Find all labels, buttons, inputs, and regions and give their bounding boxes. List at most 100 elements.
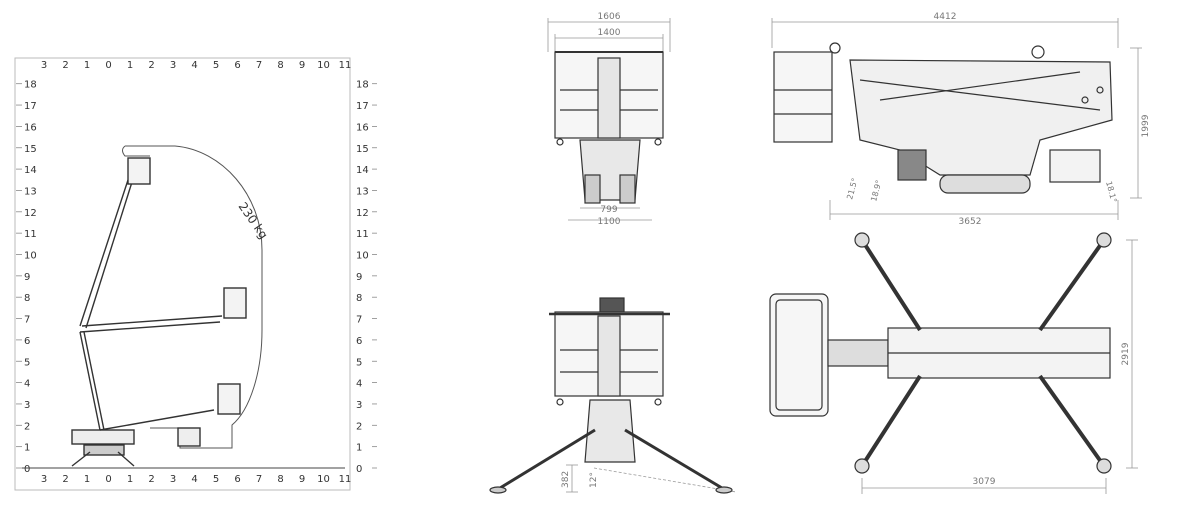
y-tick-label-left: 4 xyxy=(24,379,30,390)
y-tick-label-left: 1 xyxy=(24,443,30,454)
x-tick-label-top: 2 xyxy=(148,60,154,71)
y-tick-label-left: 3 xyxy=(24,400,30,411)
x-tick-label-bottom: 2 xyxy=(62,474,68,485)
x-tick-label-top: 5 xyxy=(213,60,219,71)
front-view-stowed: 1606 1400 799 1100 xyxy=(547,12,671,227)
y-tick-label-left: 13 xyxy=(24,186,37,197)
front-view-stabilized: 382 12° xyxy=(489,297,737,494)
basket-max-height xyxy=(127,157,151,185)
y-tick-label-right: 7 xyxy=(356,315,362,326)
x-tick-label-top: 4 xyxy=(191,60,197,71)
y-tick-label-right: 6 xyxy=(356,336,362,347)
y-tick-label-left: 0 xyxy=(24,464,30,475)
y-tick-label-left: 7 xyxy=(24,315,30,326)
y-tick-label-right: 5 xyxy=(356,357,362,368)
stabilized-front-machine xyxy=(489,297,733,494)
side-view-stowed: 4412 1999 3652 21.5° 18.9° 18.1° xyxy=(771,12,1151,227)
basket-max-outreach xyxy=(223,287,247,319)
y-tick-label-right: 3 xyxy=(356,400,362,411)
basket-mid xyxy=(217,383,241,415)
x-tick-label-top: 0 xyxy=(105,60,111,71)
dim-track-inner: 799 xyxy=(600,205,617,215)
x-tick-label-bottom: 7 xyxy=(256,474,262,485)
dim-footprint-width: 2919 xyxy=(1121,342,1131,365)
x-tick-label-bottom: 9 xyxy=(299,474,305,485)
y-tick-label-right: 8 xyxy=(356,293,362,304)
angle-rear: 18.1° xyxy=(1104,180,1118,203)
y-tick-label-right: 11 xyxy=(356,229,369,240)
y-tick-label-right: 14 xyxy=(356,165,369,176)
dim-track-length: 3652 xyxy=(959,217,982,227)
machine-tracks xyxy=(83,444,125,456)
side-view-machine xyxy=(773,42,1113,194)
x-tick-label-top: 2 xyxy=(62,60,68,71)
x-tick-label-top: 3 xyxy=(41,60,47,71)
y-tick-label-right: 10 xyxy=(356,251,369,262)
y-tick-label-right: 13 xyxy=(356,186,369,197)
x-tick-label-top: 3 xyxy=(170,60,176,71)
working-envelope-outline xyxy=(125,145,263,449)
x-tick-label-bottom: 6 xyxy=(234,474,240,485)
x-tick-label-top: 11 xyxy=(339,60,352,71)
x-tick-label-top: 10 xyxy=(317,60,330,71)
y-tick-label-left: 9 xyxy=(24,272,30,283)
y-tick-label-right: 4 xyxy=(356,379,362,390)
dim-height-stowed: 1999 xyxy=(1141,114,1151,137)
front-view-dimensions xyxy=(547,18,671,221)
x-tick-label-top: 7 xyxy=(256,60,262,71)
top-view-stabilized: 2919 3079 xyxy=(769,232,1138,494)
front-view-machine xyxy=(554,51,664,204)
x-tick-label-bottom: 1 xyxy=(127,474,133,485)
x-tick-label-bottom: 8 xyxy=(277,474,283,485)
y-tick-label-right: 17 xyxy=(356,101,369,112)
x-tick-label-top: 6 xyxy=(234,60,240,71)
x-tick-label-top: 9 xyxy=(299,60,305,71)
y-tick-label-left: 6 xyxy=(24,336,30,347)
dim-width-basket: 1400 xyxy=(598,28,621,38)
basket-lower xyxy=(177,427,201,447)
y-tick-label-right: 2 xyxy=(356,421,362,432)
y-tick-label-right: 0 xyxy=(356,464,362,475)
envelope-upper-left xyxy=(122,145,150,157)
y-tick-label-right: 15 xyxy=(356,144,369,155)
x-tick-label-top: 1 xyxy=(84,60,90,71)
angle-approach: 18.9° xyxy=(869,179,883,202)
y-tick-label-left: 17 xyxy=(24,101,37,112)
y-tick-label-left: 14 xyxy=(24,165,37,176)
x-tick-label-bottom: 1 xyxy=(84,474,90,485)
machine-boom-illustration xyxy=(71,157,247,467)
angle-front: 21.5° xyxy=(845,177,859,200)
envelope-frame xyxy=(14,57,351,491)
y-tick-label-left: 5 xyxy=(24,357,30,368)
x-tick-label-bottom: 3 xyxy=(41,474,47,485)
machine-base xyxy=(71,429,135,445)
dim-footprint-length: 3079 xyxy=(973,477,996,487)
dim-track-outer: 1100 xyxy=(598,217,621,227)
x-tick-label-bottom: 5 xyxy=(213,474,219,485)
y-tick-label-right: 12 xyxy=(356,208,369,219)
y-tick-label-left: 11 xyxy=(24,229,37,240)
dim-width-outer: 1606 xyxy=(598,12,621,22)
y-tick-label-left: 12 xyxy=(24,208,37,219)
y-tick-label-right: 16 xyxy=(356,122,369,133)
y-tick-label-left: 16 xyxy=(24,122,37,133)
y-tick-label-left: 2 xyxy=(24,421,30,432)
angle-slope: 12° xyxy=(589,472,599,488)
x-tick-label-bottom: 3 xyxy=(170,474,176,485)
x-tick-label-top: 1 xyxy=(127,60,133,71)
x-tick-label-bottom: 2 xyxy=(148,474,154,485)
x-tick-label-top: 8 xyxy=(277,60,283,71)
y-tick-label-left: 18 xyxy=(24,80,37,91)
y-tick-label-left: 10 xyxy=(24,251,37,262)
y-tick-label-left: 15 xyxy=(24,144,37,155)
x-tick-label-bottom: 0 xyxy=(105,474,111,485)
dim-ground-clearance: 382 xyxy=(561,471,571,488)
top-view-machine xyxy=(769,232,1112,474)
y-tick-label-right: 1 xyxy=(356,443,362,454)
y-tick-label-right: 9 xyxy=(356,272,362,283)
